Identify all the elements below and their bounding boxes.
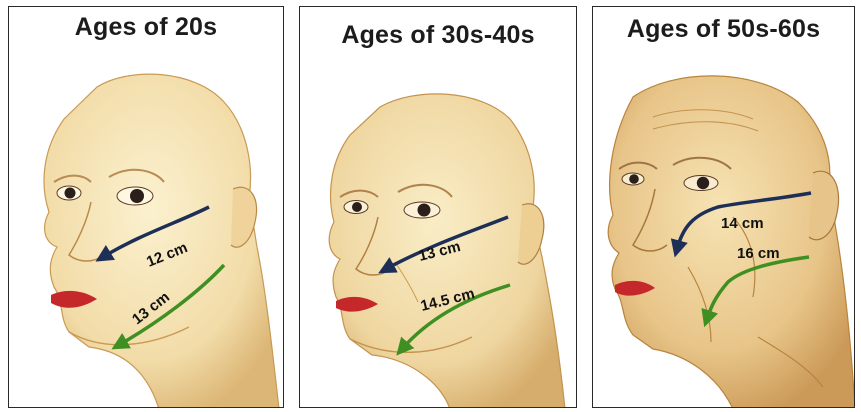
panel-title: Ages of 50s-60s	[593, 15, 854, 44]
face-shape	[608, 76, 855, 408]
panel-50s-60s: 14 cm 16 cm Ages of 50s-60s	[592, 6, 855, 408]
panel-30s-40s: 13 cm 14.5 cm Ages of 30s-40s	[299, 6, 577, 408]
panel-title: Ages of 30s-40s	[300, 21, 576, 50]
face-illustration-50s-60s: 14 cm 16 cm	[593, 7, 855, 408]
panel-title: Ages of 20s	[9, 13, 283, 42]
face-illustration-30s-40s: 13 cm 14.5 cm	[300, 7, 577, 408]
upper-measure-label: 14 cm	[721, 215, 764, 232]
panel-20s: 12 cm 13 cm Ages of 20s	[8, 6, 284, 408]
face-illustration-20s: 12 cm 13 cm	[9, 7, 284, 408]
lower-measure-label: 16 cm	[737, 245, 780, 262]
